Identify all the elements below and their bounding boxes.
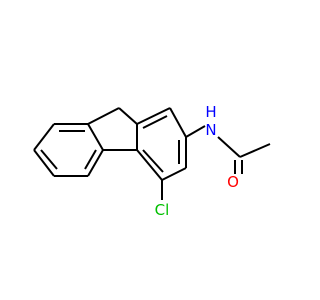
bond — [33, 123, 55, 151]
double-bond-inner — [142, 149, 164, 173]
cyclopentane-ring — [87, 107, 138, 151]
bond — [87, 123, 104, 151]
hydrogen-label: H — [205, 103, 216, 121]
bond — [161, 167, 187, 181]
double-bond-inner — [142, 115, 168, 129]
double-bond-inner — [84, 149, 97, 170]
double-bond-inner — [40, 149, 58, 170]
nitrogen-label: N — [205, 121, 216, 139]
acetamide-group — [185, 125, 271, 174]
bond — [136, 107, 171, 125]
chlorine-label: Cl — [155, 201, 170, 219]
benzene-ring-left — [33, 123, 104, 177]
benzene-ring-right — [136, 107, 187, 181]
bond-c-ch3 — [239, 143, 271, 158]
bond — [87, 107, 120, 125]
bond — [33, 149, 55, 177]
bond — [118, 107, 138, 125]
bond-n-c — [217, 136, 241, 158]
bond — [87, 149, 104, 177]
bond — [136, 149, 163, 181]
bond-c-n — [185, 125, 206, 138]
bond — [169, 107, 187, 138]
chemical-structure: N H O Cl — [33, 103, 271, 219]
oxygen-label: O — [227, 173, 239, 191]
